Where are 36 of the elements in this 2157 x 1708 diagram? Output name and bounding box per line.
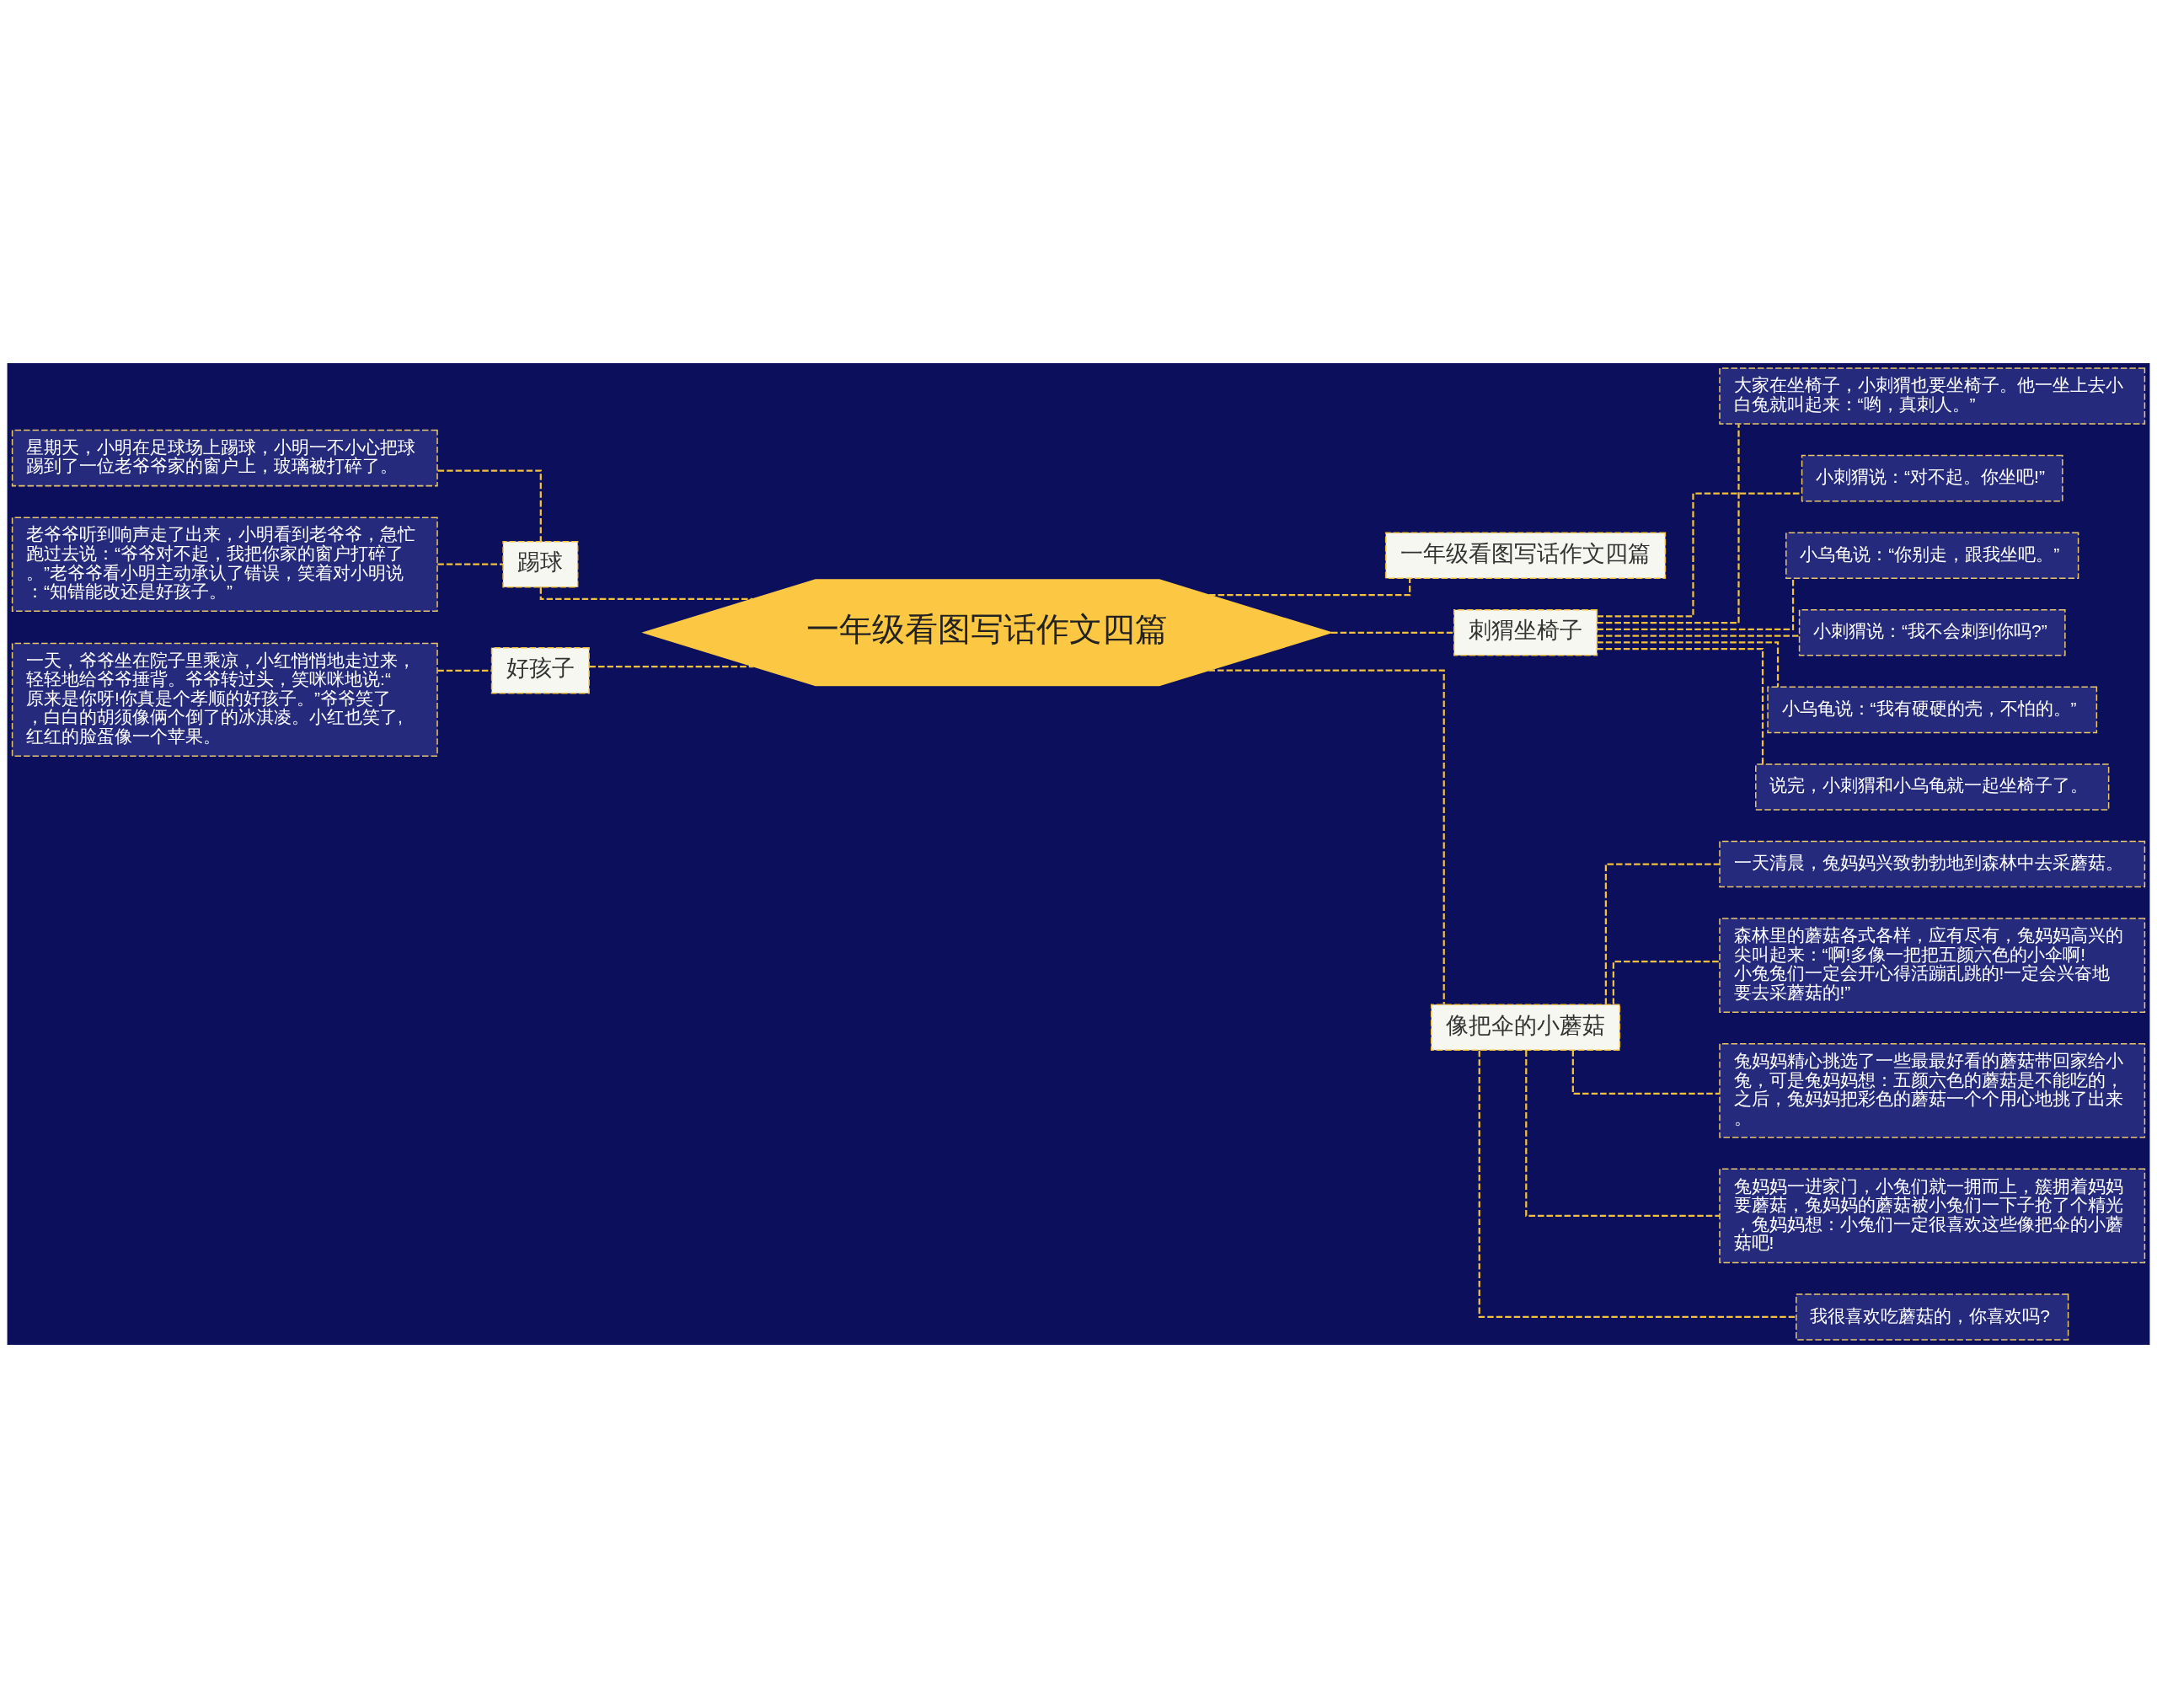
connector (539, 587, 753, 601)
node-box: 踢球 (502, 540, 579, 588)
connector (437, 563, 503, 565)
node-box: 小刺猬说：“对不起。你坐吧!” (1801, 454, 2063, 502)
node-box: 我很喜欢吃蘑菇的，你喜欢吗? (1796, 1293, 2069, 1341)
connector (1208, 669, 1445, 1005)
node-box: 一年级看图写话作文四篇 (1384, 532, 1667, 579)
connector (1525, 1050, 1720, 1217)
node-box: 小刺猬说：“我不会刺到你吗?” (1798, 609, 2066, 656)
connector (1597, 647, 1764, 764)
node-box: 像把伞的小蘑菇 (1430, 1004, 1621, 1051)
node-box: 森林里的蘑菇各式各样，应有尽有，兔妈妈高兴的尖叫起来：“啊!多像一把把五颜六色的小伞啊!小兔兔们一定会开心得活蹦乱跳的!一定会兴奋地要去采蘑菇的!” (1719, 918, 2146, 1013)
node-box: 一天，爷爷坐在院子里乘凉，小红悄悄地走过来，轻轻地给爷爷捶背。爷爷转过头，笑咪咪地说:“原来是你呀!你真是个孝顺的好孩子。”爷爷笑了，白白的胡须像俩个倒了的冰淇凌。小红也笑了,红红的脸蛋像一个苹果。 (11, 642, 438, 757)
connector (1478, 1050, 1796, 1319)
connector (1571, 1050, 1720, 1095)
node-box: 兔妈妈精心挑选了一些最最好看的蘑菇带回家给小兔，可是兔妈妈想：五颜六色的蘑菇是不能吃的，之后，兔妈妈把彩色的蘑菇一个个用心地挑了出来。 (1719, 1042, 2146, 1138)
node-box: 兔妈妈一进家门，小兔们就一拥而上，簇拥着妈妈要蘑菇，兔妈妈的蘑菇被小兔们一下子抢了个精光，兔妈妈想：小兔们一定很喜欢这些像把伞的小蘑菇吧! (1719, 1168, 2146, 1264)
connector (437, 669, 492, 672)
node-box: 老爷爷听到响声走了出来，小明看到老爷爷，急忙跑过去说：“爷爷对不起，我把你家的窗户打碎了。”老爷爷看小明主动承认了错误，笑着对小明说：“知错能改还是好孩子。” (11, 517, 438, 612)
node-box: 星期天，小明在足球场上踢球，小明一不小心把球踢到了一位老爷爷家的窗户上，玻璃被打碎了。 (11, 429, 438, 487)
connector (589, 665, 754, 668)
connector (1604, 863, 1720, 1004)
connector (437, 469, 542, 542)
connector (1597, 634, 1800, 637)
node-box: 大家在坐椅子，小刺猬也要坐椅子。他一坐上去小白兔就叫起来：“哟，真刺人。” (1719, 367, 2146, 425)
node-box: 小乌龟说：“你别走，跟我坐吧。” (1785, 532, 2079, 579)
node-box: 小乌龟说：“我有硬硬的壳，不怕的。” (1767, 686, 2098, 734)
node-box: 说完，小刺猬和小乌龟就一起坐椅子了。 (1755, 763, 2110, 811)
connector (1331, 631, 1454, 634)
node-box: 一天清晨，兔妈妈兴致勃勃地到森林中去采蘑菇。 (1719, 840, 2146, 888)
connector (1597, 578, 1795, 631)
connector (1597, 424, 1740, 624)
node-box: 刺猬坐椅子 (1453, 609, 1598, 656)
node-box: 好孩子 (490, 647, 590, 694)
connector (1612, 961, 1720, 1004)
connector (1597, 641, 1780, 688)
